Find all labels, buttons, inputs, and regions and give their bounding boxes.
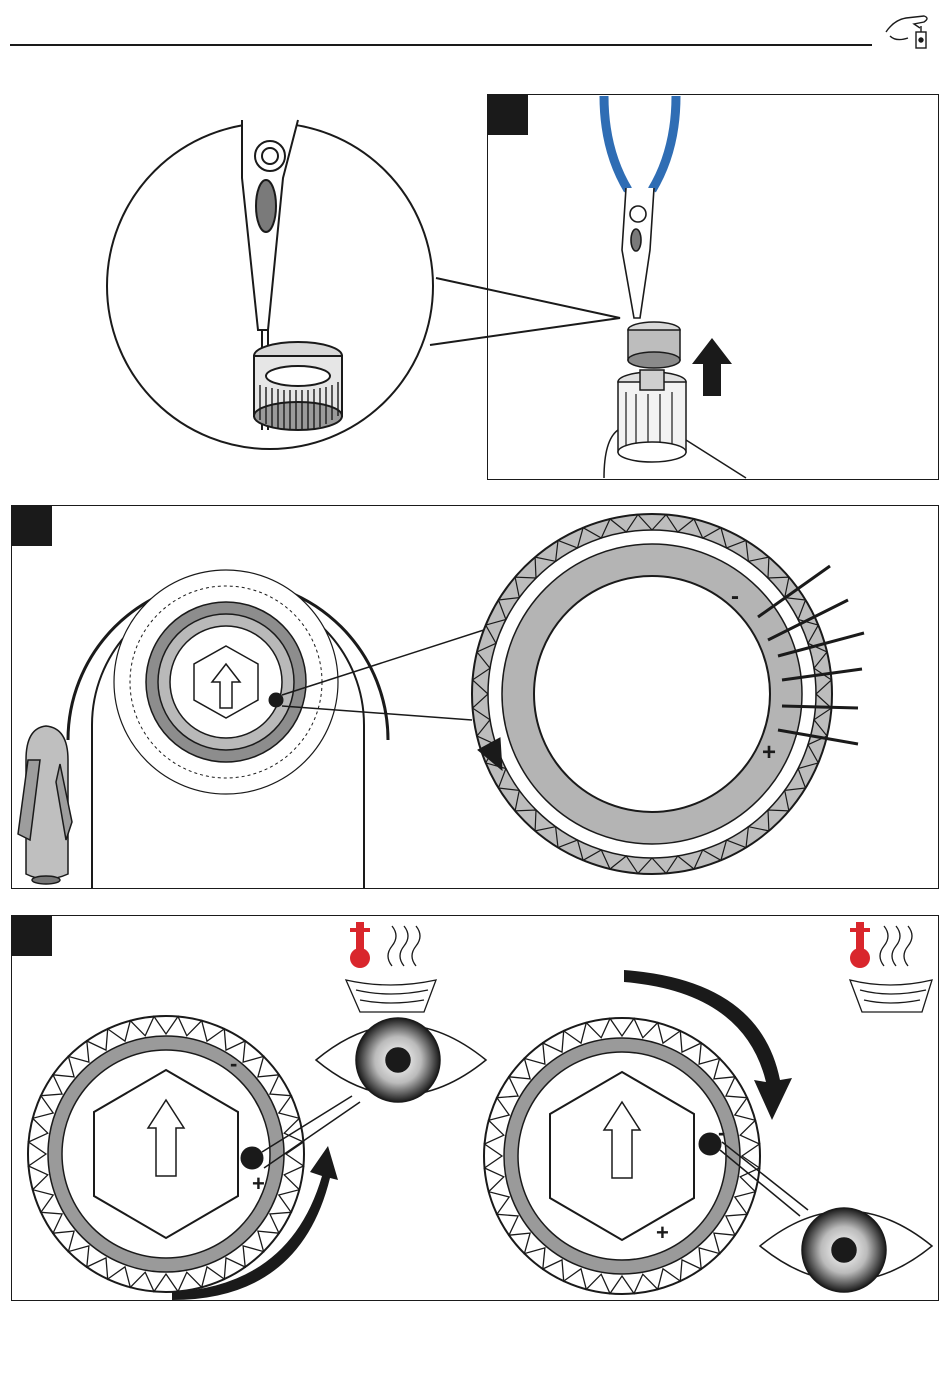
left-plus-label: + [252, 1171, 265, 1196]
eye-icon [262, 1018, 486, 1168]
thermometer-hot-icon [350, 922, 370, 968]
adjustment-ring-right [484, 1018, 760, 1294]
right-minus-label: - [718, 1120, 725, 1145]
left-minus-label: - [230, 1051, 237, 1076]
adjustment-ring-left [28, 1016, 304, 1292]
thermometer-hot-icon [850, 922, 870, 968]
right-plus-label: + [656, 1220, 669, 1245]
